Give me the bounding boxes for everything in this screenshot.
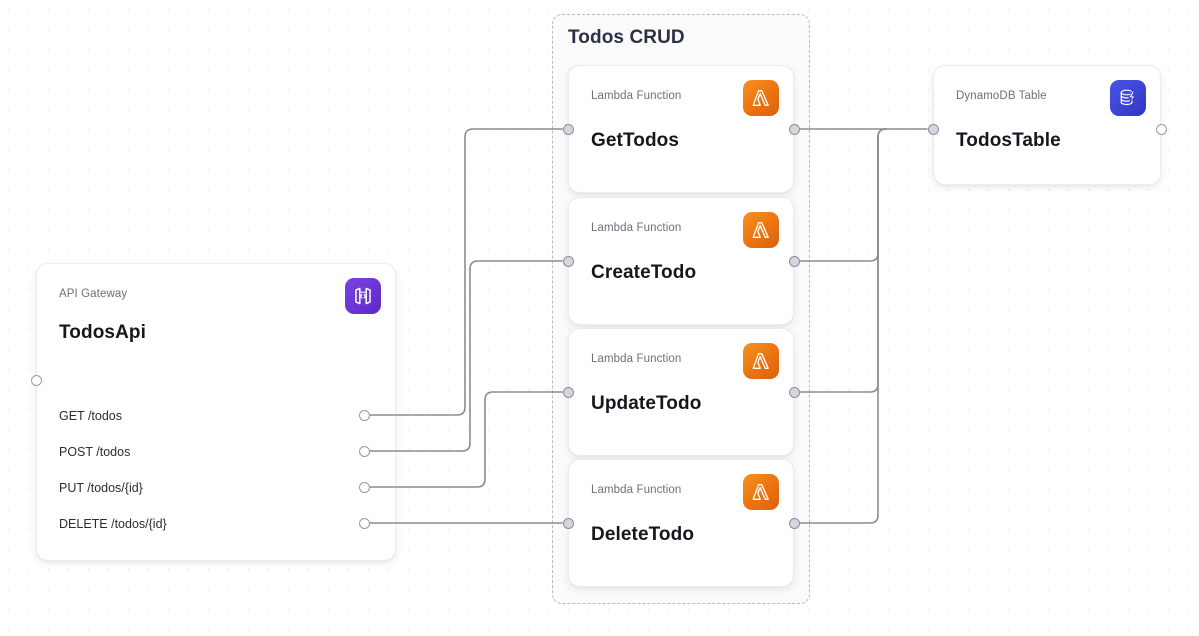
port-delete-todo-input[interactable] (562, 517, 574, 529)
lambda-icon (743, 343, 779, 379)
node-title: CreateTodo (591, 262, 697, 283)
endpoint-label-post: POST /todos (59, 445, 131, 459)
port-api-gateway-input[interactable] (30, 374, 42, 386)
dynamodb-icon (1110, 80, 1146, 116)
node-title: UpdateTodo (591, 393, 702, 414)
edge-createtodo-table (799, 128, 887, 262)
edge-update-todo (369, 391, 563, 488)
edge-deletetodo-table (799, 128, 887, 524)
edge-updatetodo-table (799, 128, 887, 393)
node-delete-todo[interactable]: Lambda Function DeleteTodo (568, 459, 794, 587)
lambda-icon (743, 212, 779, 248)
lambda-glyph (752, 90, 769, 106)
node-kind-label: API Gateway (59, 288, 128, 300)
dynamodb-glyph (1120, 89, 1136, 106)
endpoint-row-post[interactable]: POST /todos (37, 442, 395, 462)
port-delete-todo-output[interactable] (788, 517, 800, 529)
endpoint-label-delete: DELETE /todos/{id} (59, 517, 167, 531)
node-create-todo[interactable]: Lambda Function CreateTodo (568, 197, 794, 325)
port-todos-table-input[interactable] (927, 123, 939, 135)
node-title: TodosApi (59, 322, 146, 343)
port-todos-table-output[interactable] (1155, 123, 1167, 135)
lambda-icon (743, 80, 779, 116)
node-get-todos[interactable]: Lambda Function GetTodos (568, 65, 794, 193)
lambda-glyph (752, 353, 769, 369)
port-create-todo-output[interactable] (788, 255, 800, 267)
port-get-todos-input[interactable] (562, 123, 574, 135)
lambda-glyph (752, 222, 769, 238)
node-todos-table[interactable]: DynamoDB Table TodosTable (933, 65, 1161, 185)
endpoint-label-get: GET /todos (59, 409, 122, 423)
node-kind-label: DynamoDB Table (956, 90, 1047, 102)
port-endpoint-get-output[interactable] (358, 409, 370, 421)
node-kind-label: Lambda Function (591, 484, 682, 496)
endpoint-row-put[interactable]: PUT /todos/{id} (37, 478, 395, 498)
endpoint-row-get[interactable]: GET /todos (37, 406, 395, 426)
port-get-todos-output[interactable] (788, 123, 800, 135)
edge-get-todos (369, 128, 563, 416)
endpoint-row-delete[interactable]: DELETE /todos/{id} (37, 514, 395, 534)
node-kind-label: Lambda Function (591, 353, 682, 365)
api-gateway-glyph (355, 287, 371, 305)
node-kind-label: Lambda Function (591, 222, 682, 234)
port-endpoint-put-output[interactable] (358, 481, 370, 493)
port-endpoint-post-output[interactable] (358, 445, 370, 457)
node-title: DeleteTodo (591, 524, 695, 545)
lambda-icon (743, 474, 779, 510)
node-api-gateway[interactable]: API Gateway TodosApi GET /todos POST /to… (36, 263, 396, 561)
port-update-todo-output[interactable] (788, 386, 800, 398)
api-gateway-icon (345, 278, 381, 314)
port-update-todo-input[interactable] (562, 386, 574, 398)
group-title: Todos CRUD (568, 27, 685, 48)
endpoint-label-put: PUT /todos/{id} (59, 481, 143, 495)
node-title: GetTodos (591, 130, 680, 151)
node-title: TodosTable (956, 130, 1061, 151)
lambda-glyph (752, 484, 769, 500)
node-kind-label: Lambda Function (591, 90, 682, 102)
port-create-todo-input[interactable] (562, 255, 574, 267)
port-endpoint-delete-output[interactable] (358, 517, 370, 529)
edge-create-todo (369, 260, 563, 452)
node-update-todo[interactable]: Lambda Function UpdateTodo (568, 328, 794, 456)
